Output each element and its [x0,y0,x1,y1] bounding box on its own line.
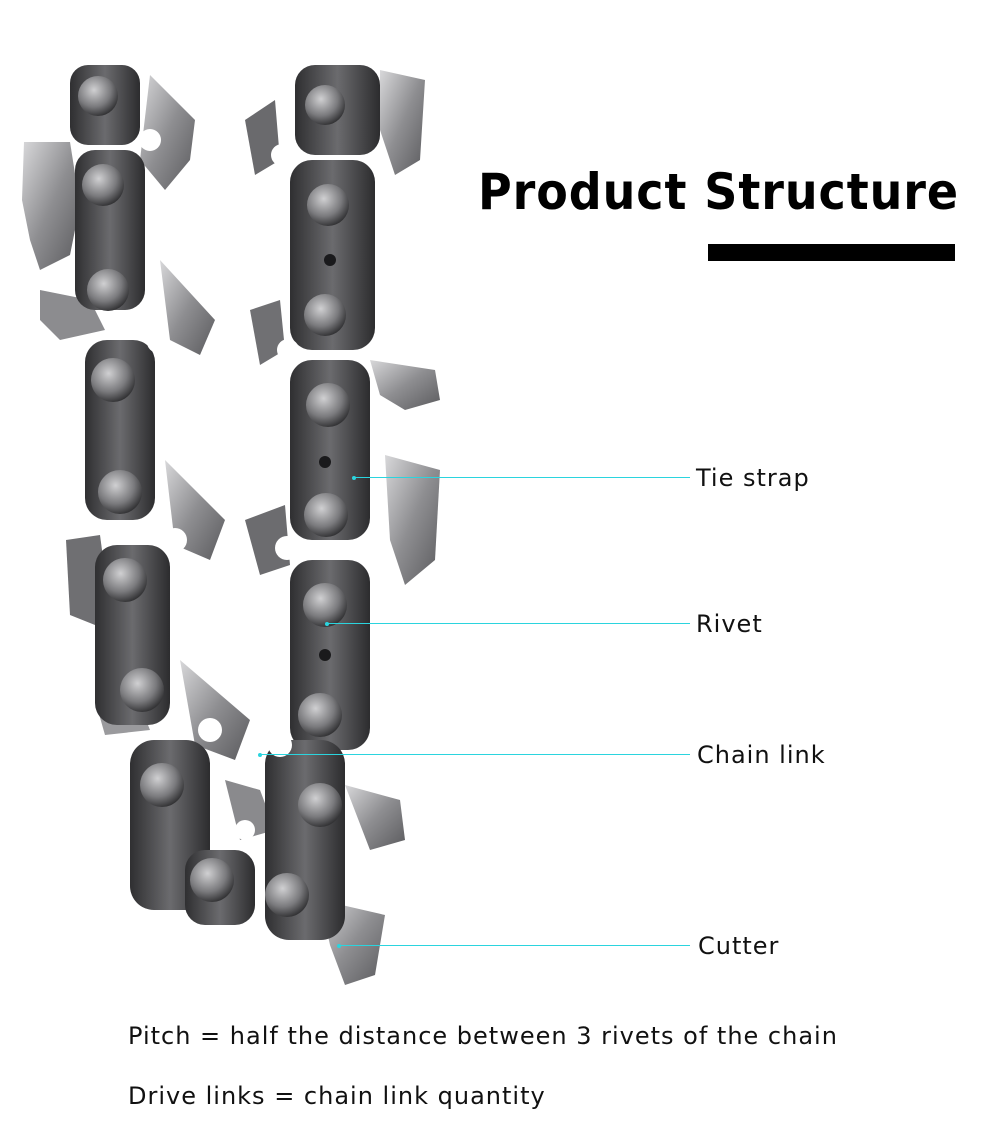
pitch-note: Pitch = half the distance between 3 rive… [128,1022,838,1050]
callout-anchor-chain-link [258,753,262,757]
callout-line-rivet [328,623,690,624]
cutter-tooth [245,505,290,575]
cutter-tooth [380,70,425,175]
title-underline-bar [708,244,955,261]
cutter-tooth [370,360,440,410]
callout-label-rivet: Rivet [696,610,763,638]
callout-line-cutter [340,945,690,946]
cutter-tooth [180,660,250,760]
cutter-tooth [385,455,440,585]
cutter-tooth [345,785,405,850]
callout-anchor-rivet [325,622,329,626]
cutter-tooth [250,300,285,365]
callout-label-cutter: Cutter [698,932,780,960]
callout-line-chain-link [261,754,690,755]
drive-links-note: Drive links = chain link quantity [128,1082,546,1110]
cutter-tooth [160,260,215,355]
right-chain-strand [245,65,440,985]
cutter-tooth [140,75,195,190]
callout-anchor-tie-strap [352,476,356,480]
callout-line-tie-strap [355,477,690,478]
left-chain-strand [22,65,275,925]
callout-label-chain-link: Chain link [697,741,826,769]
cutter-tooth [22,142,80,270]
callout-label-tie-strap: Tie strap [696,464,810,492]
page-title: Product Structure [478,163,960,221]
cutter-tooth [245,100,280,175]
callout-anchor-cutter [337,944,341,948]
